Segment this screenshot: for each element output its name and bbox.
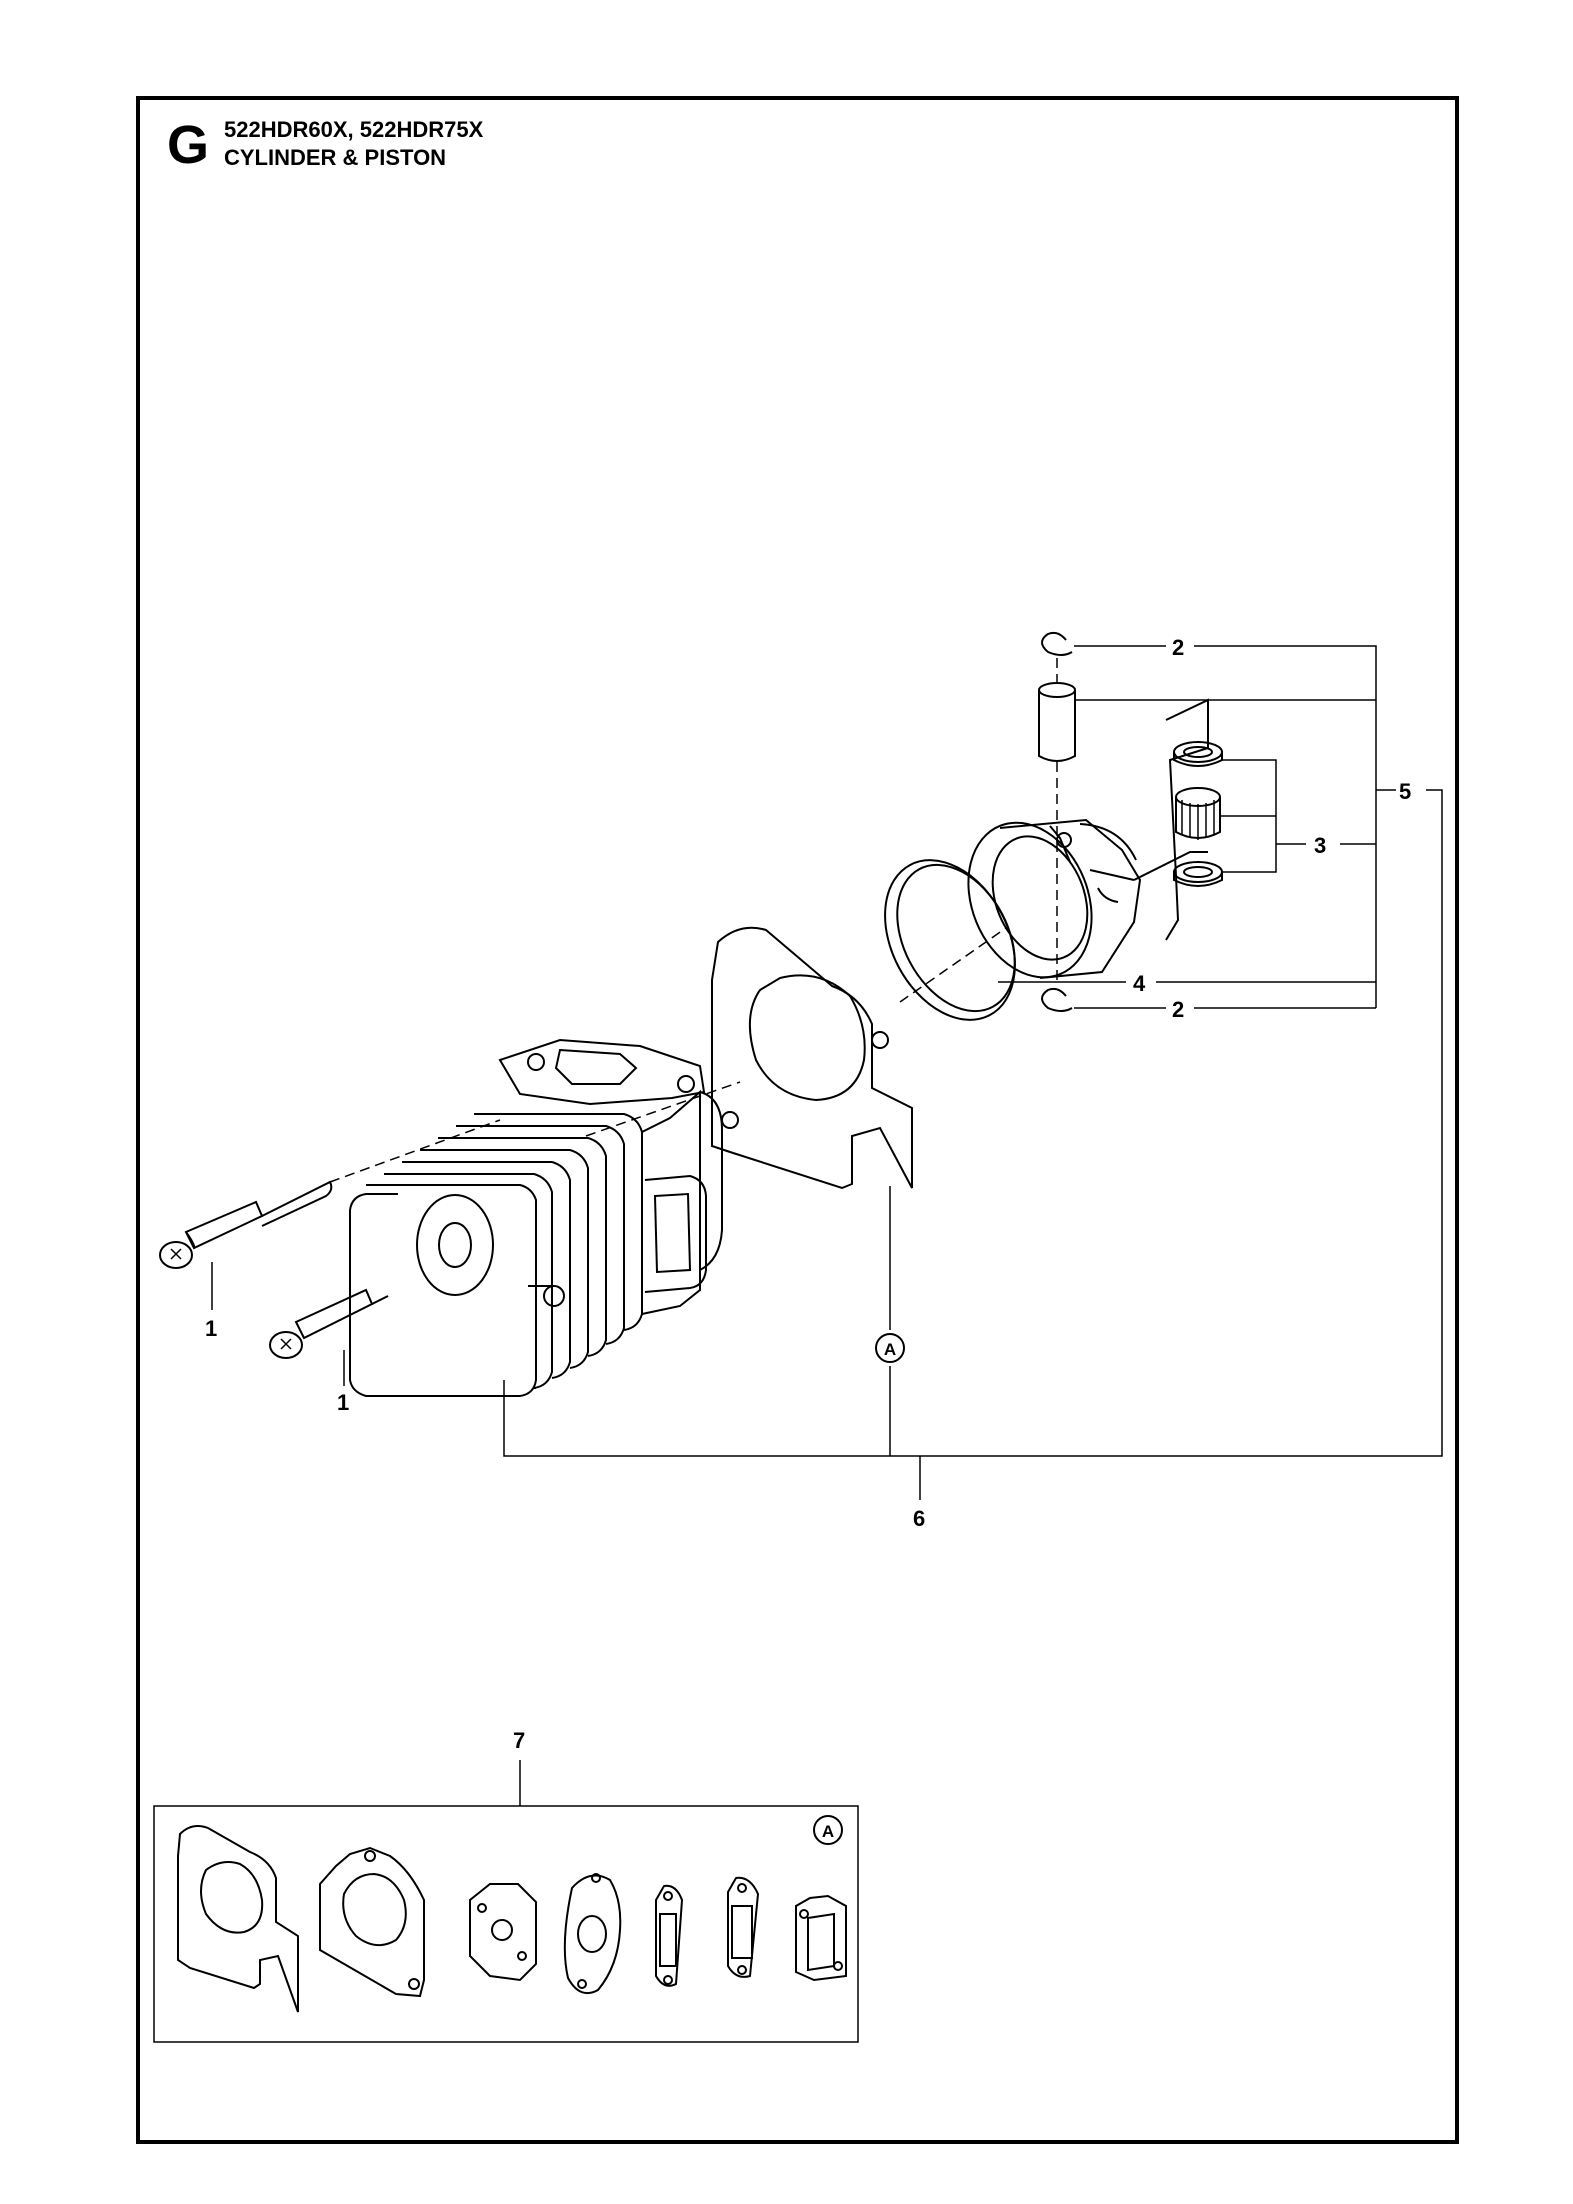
callout-screw-lower: 1 [337, 1390, 349, 1415]
callout-circlip-bottom: 2 [1172, 997, 1184, 1022]
ref-marker-gasket-label: A [884, 1340, 896, 1359]
kit-gasket-flange [795, 1894, 847, 1982]
kit-gasket-carburetor [563, 1873, 622, 1994]
model-numbers: 522HDR60X, 522HDR75X [224, 117, 484, 142]
needle-bearing [1175, 787, 1221, 840]
piston [967, 818, 1142, 979]
callout-piston-kit: 5 [1399, 779, 1411, 804]
screw-1-upper [159, 1180, 333, 1269]
callout-cylinder-kit: 6 [913, 1506, 925, 1531]
ref-marker-kit: A [813, 1815, 843, 1845]
thrust-washer-top [1173, 741, 1223, 767]
page-frame [136, 96, 1459, 2144]
piston-ring [884, 859, 1016, 1021]
circlip-top [1041, 631, 1073, 656]
thrust-washer-bottom [1173, 861, 1223, 887]
callout-circlip-top: 2 [1172, 635, 1184, 660]
conrod-outline [1133, 698, 1209, 941]
diagram-title: CYLINDER & PISTON [224, 145, 447, 170]
callout-gasket-kit: 7 [513, 1728, 525, 1753]
cylinder-base-gasket [711, 926, 913, 1190]
alignment-lines [329, 658, 1058, 1183]
kit-gasket-exhaust-1 [655, 1884, 684, 1987]
ref-marker-kit-label: A [822, 1822, 834, 1841]
callout-screw-upper: 1 [205, 1316, 217, 1341]
callout-piston-ring: 4 [1133, 971, 1146, 996]
screw-1-lower [269, 1288, 389, 1359]
section-letter: G [167, 115, 210, 175]
kit-gasket-intake [469, 1883, 537, 1982]
ref-marker-gasket: A [875, 1333, 905, 1363]
kit-gasket-crankcase [319, 1846, 425, 1998]
circlip-bottom [1041, 987, 1073, 1012]
cylinder [349, 1038, 723, 1397]
kit-gasket-exhaust-2 [727, 1876, 760, 1978]
title-block: 522HDR60X, 522HDR75X CYLINDER & PISTON [224, 116, 483, 172]
callout-bearing: 3 [1314, 833, 1326, 858]
piston-pin [1038, 682, 1076, 762]
gasket-kit-box [153, 1805, 859, 2043]
leader-lines [211, 645, 1443, 1806]
kit-gasket-base [177, 1825, 299, 2013]
